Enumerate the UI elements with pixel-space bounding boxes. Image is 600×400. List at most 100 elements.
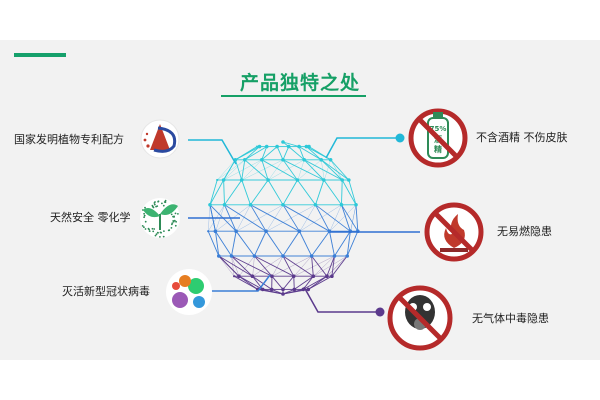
feature-label-no-gas: 无气体中毒隐患 (472, 312, 549, 326)
sphere-edge (242, 160, 262, 180)
sphere-edge (232, 256, 253, 276)
sphere-node (293, 288, 295, 290)
dot (175, 213, 177, 215)
virus-icon (166, 269, 212, 315)
sphere-node (270, 274, 274, 278)
sphere-node (320, 159, 322, 161)
sphere-node (311, 255, 313, 257)
sphere-node (330, 274, 334, 278)
sphere-edge (272, 276, 283, 289)
sphere-edge (283, 180, 298, 205)
sphere-edge (356, 205, 358, 231)
sphere-node (253, 254, 257, 258)
sphere-edge (335, 231, 351, 256)
sphere-node (216, 179, 218, 181)
sphere-node (240, 178, 244, 182)
sphere-edge (342, 180, 356, 205)
sphere-node (243, 158, 247, 162)
sphere-node (207, 230, 209, 232)
dot (158, 200, 160, 202)
sphere-node (230, 254, 234, 258)
dot (174, 220, 176, 222)
sphere-edge (321, 160, 342, 180)
dot (143, 216, 145, 218)
sphere-node (293, 275, 295, 277)
dot (143, 226, 145, 228)
bottle-text-3: 精 (434, 144, 442, 154)
sphere-edge (283, 160, 297, 180)
sphere-edge (242, 180, 251, 205)
sphere-edge (266, 231, 283, 256)
sphere-edge (283, 276, 294, 289)
dot (149, 230, 151, 232)
sphere-edge (224, 160, 245, 180)
sphere-node (222, 178, 226, 182)
sphere-node (323, 179, 325, 181)
dot (144, 215, 146, 217)
sphere-edge (283, 231, 300, 256)
sphere-edge (303, 276, 327, 289)
sphere-node (266, 178, 270, 182)
sphere-node (261, 288, 265, 292)
feature-label-virus: 灭活新型冠状病毒 (62, 285, 150, 299)
sphere-node (299, 230, 301, 232)
sphere-node (355, 204, 357, 206)
dot (172, 220, 174, 222)
sphere-node (282, 255, 284, 257)
sphere-edge (298, 180, 316, 205)
dot (175, 225, 177, 227)
sphere-node (237, 274, 241, 278)
dot (145, 228, 147, 230)
dot (144, 207, 146, 209)
dot (145, 221, 147, 223)
dot (156, 233, 158, 235)
sphere-edge (210, 180, 217, 205)
sphere-node (249, 203, 253, 207)
sphere-edge (331, 160, 349, 180)
feature-label-patent: 国家发明植物专利配方 (14, 133, 124, 147)
connector-gas (304, 287, 380, 312)
sphere-node (333, 255, 335, 257)
dot (157, 232, 159, 234)
dot (152, 228, 154, 230)
sphere-edge (312, 231, 330, 256)
sphere-node (314, 204, 316, 206)
connector-patent (188, 140, 236, 164)
dot (171, 224, 173, 226)
sphere-node (251, 274, 255, 278)
sphere-node (297, 179, 299, 181)
sphere-edge (330, 231, 335, 256)
patent-logo-icon (141, 120, 179, 158)
sphere-node (275, 145, 279, 149)
sphere-edge (253, 256, 255, 276)
sphere-node (347, 178, 351, 182)
dot (154, 201, 156, 203)
dot (159, 236, 161, 238)
sphere-edge (225, 180, 242, 205)
sphere-edge (210, 180, 224, 205)
sphere-node (313, 275, 315, 277)
sphere-node (282, 159, 284, 161)
sphere-edge (304, 160, 324, 180)
sphere-node (233, 275, 235, 277)
sphere-edge (312, 256, 314, 276)
no-alcohol-icon: 75% 酒 精 (411, 111, 465, 165)
plant-sprout-icon (140, 198, 180, 238)
dot (168, 230, 170, 232)
sphere-node (307, 145, 311, 149)
sphere-node (217, 254, 221, 258)
sphere-edge (277, 147, 283, 160)
sphere-node (208, 203, 212, 207)
sphere-edge (239, 276, 263, 289)
dot (163, 230, 165, 232)
sphere-edge (283, 147, 289, 160)
sphere-node (282, 288, 284, 290)
sphere-edge (254, 231, 266, 256)
no-gas-mask-icon (390, 288, 450, 348)
sphere-edge (232, 256, 272, 276)
sphere-node (258, 145, 262, 149)
dot (173, 216, 175, 218)
sphere-node (282, 204, 284, 206)
sphere-node (346, 255, 348, 257)
